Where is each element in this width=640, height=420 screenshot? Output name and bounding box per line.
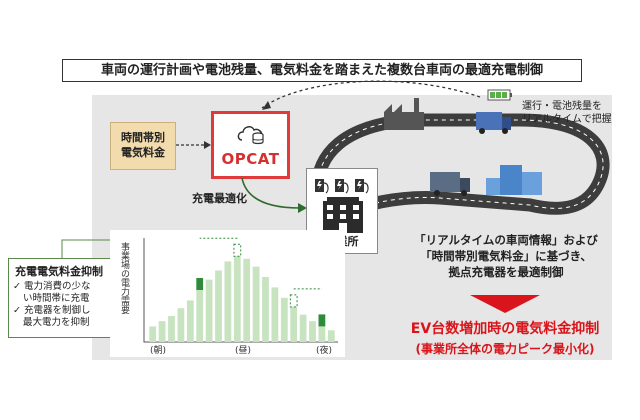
control-arrow xyxy=(241,178,307,213)
fee-to-opcat-arrow xyxy=(176,141,211,149)
chart-bar xyxy=(224,261,232,342)
chart-tick-label: (昼) xyxy=(235,345,251,356)
truck-note-line1: 運行・電池残量を xyxy=(522,101,602,112)
list-item: い時間帯に充電 xyxy=(9,293,111,305)
truck-icon xyxy=(476,112,511,134)
chart-bar xyxy=(177,308,185,342)
buildings-icon xyxy=(486,165,542,195)
road xyxy=(310,113,610,222)
opcat-box: OPCAT xyxy=(211,111,290,179)
factory-icon xyxy=(384,98,424,130)
shifted-load-outline xyxy=(233,243,242,257)
chart-bar xyxy=(233,256,241,342)
result-line2: (事業所全体の電力ピーク最小化) xyxy=(415,342,595,356)
demand-chart: 事業場の電力需要 (朝) (昼) (夜) xyxy=(110,230,345,357)
list-item: ✓ 充電器を制御し xyxy=(13,305,91,316)
chart-bar xyxy=(290,306,298,342)
cost-suppression-box: 充電電気料金抑制 ✓ 電力消費の少な い時間帯に充電 ✓ 充電器を制御し 最大電… xyxy=(8,258,112,338)
chart-bar xyxy=(149,326,157,342)
chart-bar xyxy=(327,330,335,342)
chart-bar xyxy=(318,326,326,342)
down-arrow-icon xyxy=(470,295,540,313)
chart-bar xyxy=(252,266,260,342)
list-item: ✓ 電力消費の少な xyxy=(13,281,91,292)
optimization-description: 「リアルタイムの車両情報」および 「時間帯別電気料金」に基づき、 拠点充電器を最… xyxy=(390,232,622,280)
fee-box-line1: 時間帯別 xyxy=(121,131,165,144)
description-line2: 「時間帯別電気料金」に基づき、 xyxy=(420,249,592,263)
description-line3: 拠点充電器を最適制御 xyxy=(448,265,564,279)
data-flow-arrow xyxy=(261,80,481,109)
cost-suppression-title: 充電電気料金抑制 xyxy=(15,265,103,278)
list-item: 最大電力を抑制 xyxy=(9,317,111,329)
time-of-use-fee-box: 時間帯別 電気料金 xyxy=(110,122,176,170)
demand-chart-svg: 事業場の電力需要 (朝) (昼) (夜) xyxy=(119,237,338,356)
charging-block xyxy=(318,314,326,327)
chart-bar xyxy=(299,314,307,342)
chart-bar xyxy=(262,277,269,342)
charger-building-icon xyxy=(315,179,369,233)
result-text: EV台数増加時の電気料金抑制 (事業所全体の電力ピーク最小化) xyxy=(380,318,630,357)
charging-block xyxy=(196,278,204,290)
page-title: 車両の運行計画や電池残量、電気料金を踏まえた複数台車両の最適充電制御 xyxy=(62,59,582,82)
fee-box-line2: 電気料金 xyxy=(121,146,165,159)
cloud-database-icon xyxy=(237,126,264,145)
list-item-text: い時間帯に充電 xyxy=(23,293,90,304)
chart-bar xyxy=(215,270,222,342)
truck-note-line2: リアルタイムで把握 xyxy=(522,114,612,125)
chart-bar xyxy=(205,279,213,342)
opcat-label: OPCAT xyxy=(221,150,280,168)
battery-icon xyxy=(487,89,512,101)
chart-tick-label: (夜) xyxy=(316,344,332,356)
list-item-text: 充電器を制御し xyxy=(23,305,91,316)
shifted-load-outline xyxy=(289,294,298,308)
chart-bar xyxy=(309,321,316,342)
list-item-text: 電力消費の少な xyxy=(23,281,91,292)
truck-note: 運行・電池残量を リアルタイムで把握 xyxy=(522,100,612,126)
chart-bar xyxy=(243,258,251,342)
result-line1: EV台数増加時の電気料金抑制 xyxy=(410,321,600,337)
control-label: 充電最適化 xyxy=(192,192,247,205)
truck-icon xyxy=(430,172,470,196)
list-item-text: 最大電力を抑制 xyxy=(23,317,90,328)
chart-bar xyxy=(168,316,175,342)
connector-line xyxy=(61,239,116,258)
chart-bar xyxy=(196,290,204,342)
chart-bar xyxy=(186,300,194,342)
description-line1: 「リアルタイムの車両情報」および xyxy=(414,233,598,247)
chart-ylabel: 事業場の電力需要 xyxy=(119,241,130,315)
chart-tick-label: (朝) xyxy=(150,345,166,356)
chart-bar xyxy=(158,321,166,342)
chart-bar xyxy=(280,297,288,342)
chart-bar xyxy=(271,287,279,342)
